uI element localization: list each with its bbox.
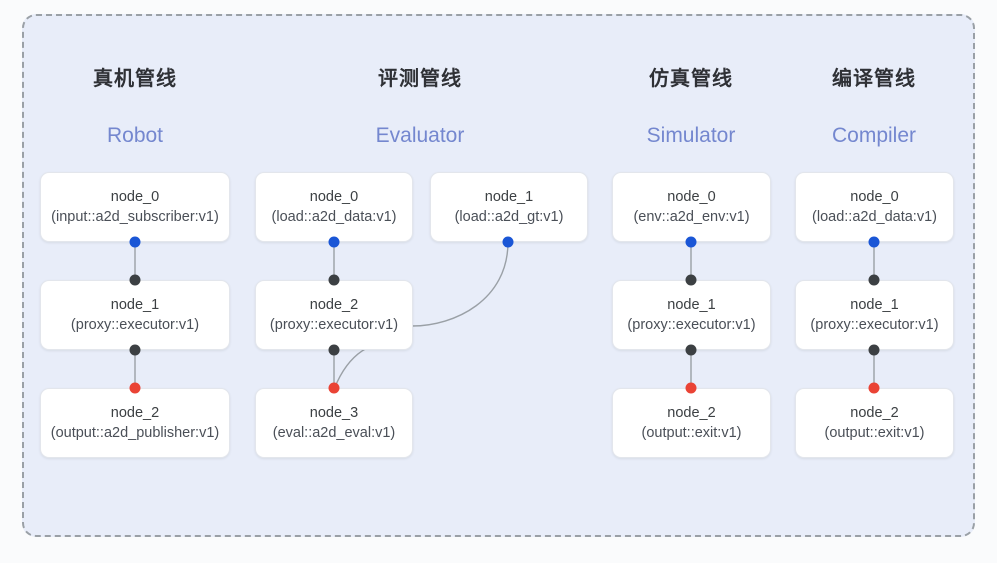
node-spec: (load::a2d_data:v1) (271, 209, 397, 225)
node-compiler-node_1[interactable]: node_1 (proxy::executor:v1) (795, 280, 954, 350)
node-robot-node_1[interactable]: node_1 (proxy::executor:v1) (40, 280, 230, 350)
node-id: node_0 (309, 189, 359, 205)
node-id: node_0 (667, 189, 716, 205)
node-spec: (proxy::executor:v1) (269, 317, 399, 333)
port-input-robot-node_2[interactable] (129, 382, 141, 394)
port-input-robot-node_1[interactable] (129, 274, 141, 286)
node-robot-node_0[interactable]: node_0 (input::a2d_subscriber:v1) (40, 172, 230, 242)
column-subtitle-robot: Robot (106, 124, 164, 147)
node-spec: (proxy::executor:v1) (70, 317, 200, 333)
node-spec: (proxy::executor:v1) (627, 317, 756, 333)
port-input-evaluator-node_3[interactable] (328, 382, 340, 394)
column-subtitle-evaluator: Evaluator (375, 124, 465, 147)
node-id: node_3 (309, 405, 359, 421)
node-compiler-node_2[interactable]: node_2 (output::exit:v1) (795, 388, 954, 458)
node-simulator-node_1[interactable]: node_1 (proxy::executor:v1) (612, 280, 771, 350)
column-title-evaluator: 评测管线 (378, 68, 462, 90)
node-id: node_1 (110, 297, 160, 313)
port-output-robot-node_0[interactable] (129, 236, 141, 248)
node-spec: (env::a2d_env:v1) (633, 209, 750, 225)
node-id: node_2 (850, 405, 899, 421)
node-robot-node_2[interactable]: node_2 (output::a2d_publisher:v1) (40, 388, 230, 458)
node-compiler-node_0[interactable]: node_0 (load::a2d_data:v1) (795, 172, 954, 242)
node-evaluator-node_1[interactable]: node_1 (load::a2d_gt:v1) (430, 172, 588, 242)
port-input-evaluator-node_2[interactable] (328, 274, 340, 286)
node-id: node_1 (850, 297, 899, 313)
node-simulator-node_2[interactable]: node_2 (output::exit:v1) (612, 388, 771, 458)
node-spec: (eval::a2d_eval:v1) (272, 425, 396, 441)
port-output-evaluator-node_2[interactable] (328, 344, 340, 356)
node-evaluator-node_3[interactable]: node_3 (eval::a2d_eval:v1) (255, 388, 413, 458)
column-title-simulator: 仿真管线 (649, 68, 733, 90)
column-subtitle-simulator: Simulator (646, 124, 736, 147)
port-input-compiler-node_1[interactable] (868, 274, 880, 286)
node-spec: (input::a2d_subscriber:v1) (51, 209, 219, 225)
node-spec: (load::a2d_gt:v1) (454, 209, 564, 225)
port-output-evaluator-node_0[interactable] (328, 236, 340, 248)
port-output-compiler-node_1[interactable] (868, 344, 880, 356)
column-subtitle-compiler: Compiler (831, 124, 917, 147)
port-output-compiler-node_0[interactable] (868, 236, 880, 248)
port-output-simulator-node_0[interactable] (685, 236, 697, 248)
port-output-evaluator-node_1[interactable] (502, 236, 514, 248)
node-spec: (output::exit:v1) (641, 425, 742, 441)
node-spec: (output::exit:v1) (824, 425, 925, 441)
column-title-compiler: 编译管线 (832, 68, 916, 90)
port-input-simulator-node_2[interactable] (685, 382, 697, 394)
node-id: node_2 (110, 405, 160, 421)
column-title-robot: 真机管线 (93, 68, 177, 90)
node-id: node_2 (309, 297, 359, 313)
node-evaluator-node_0[interactable]: node_0 (load::a2d_data:v1) (255, 172, 413, 242)
port-input-simulator-node_1[interactable] (685, 274, 697, 286)
port-input-compiler-node_2[interactable] (868, 382, 880, 394)
port-output-robot-node_1[interactable] (129, 344, 141, 356)
node-spec: (output::a2d_publisher:v1) (50, 425, 220, 441)
node-id: node_2 (667, 405, 716, 421)
port-output-simulator-node_1[interactable] (685, 344, 697, 356)
node-spec: (load::a2d_data:v1) (812, 209, 937, 225)
node-simulator-node_0[interactable]: node_0 (env::a2d_env:v1) (612, 172, 771, 242)
node-id: node_1 (667, 297, 716, 313)
node-evaluator-node_2[interactable]: node_2 (proxy::executor:v1) (255, 280, 413, 350)
node-id: node_0 (110, 189, 160, 205)
node-id: node_0 (850, 189, 899, 205)
node-id: node_1 (484, 189, 534, 205)
pipeline-panel (22, 14, 975, 537)
node-spec: (proxy::executor:v1) (810, 317, 939, 333)
